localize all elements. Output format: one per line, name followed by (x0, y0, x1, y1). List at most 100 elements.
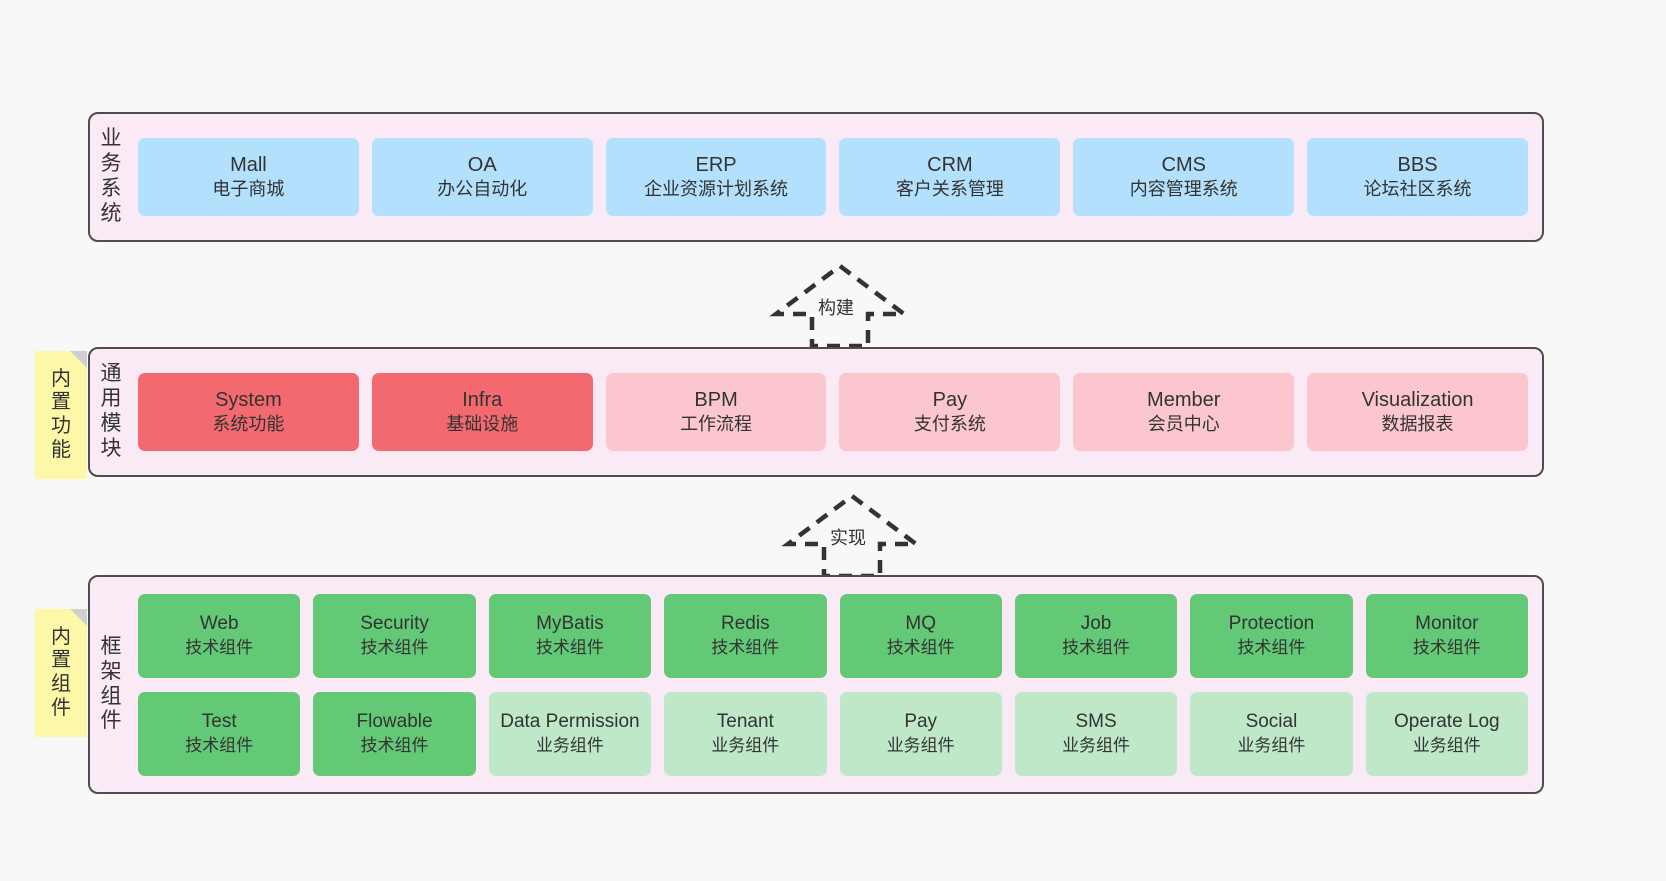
card-cn-label: 技术组件 (185, 735, 254, 755)
note-fold-corner-icon (70, 351, 87, 368)
card-member[interactable]: Member 会员中心 (1073, 373, 1295, 451)
card-cn-label: 技术组件 (360, 637, 429, 657)
card-en-label: System (215, 388, 282, 411)
card-en-label: MyBatis (536, 613, 604, 635)
card-system[interactable]: System 系统功能 (138, 373, 359, 451)
framework-row-technical: Web 技术组件 Security 技术组件 MyBatis 技术组件 Redi… (138, 593, 1528, 678)
card-oa[interactable]: OA 办公自动化 (371, 138, 593, 216)
card-cn-label: 工作流程 (680, 414, 753, 435)
framework-row-business: Test 技术组件 Flowable 技术组件 Data Permission … (138, 691, 1528, 776)
card-en-label: MQ (905, 613, 936, 635)
card-infra[interactable]: Infra 基础设施 (371, 373, 593, 451)
card-redis[interactable]: Redis 技术组件 (664, 593, 827, 678)
layer-business-systems: 业 务 系 统 Mall 电子商城 OA 办公自动化 ERP 企业资源计划系统 … (88, 112, 1544, 242)
card-mq[interactable]: MQ 技术组件 (839, 593, 1002, 678)
card-en-label: Member (1147, 388, 1221, 411)
layer-body-framework: Web 技术组件 Security 技术组件 MyBatis 技术组件 Redi… (132, 577, 1542, 792)
card-security[interactable]: Security 技术组件 (313, 593, 476, 678)
card-mall[interactable]: Mall 电子商城 (138, 138, 359, 216)
card-erp[interactable]: ERP 企业资源计划系统 (605, 138, 827, 216)
card-cn-label: 业务组件 (1412, 735, 1481, 755)
card-en-label: Infra (462, 388, 503, 411)
card-en-label: Flowable (356, 711, 433, 733)
card-en-label: Pay (932, 388, 968, 411)
card-en-label: ERP (695, 153, 737, 176)
card-cn-label: 企业资源计划系统 (644, 179, 789, 200)
card-mybatis[interactable]: MyBatis 技术组件 (488, 593, 652, 678)
layer-body-common: System 系统功能 Infra 基础设施 BPM 工作流程 Pay 支付系统… (132, 349, 1542, 475)
card-crm[interactable]: CRM 客户关系管理 (839, 138, 1061, 216)
card-en-label: BPM (694, 388, 738, 411)
card-cn-label: 内容管理系统 (1129, 179, 1238, 200)
card-en-label: Protection (1228, 613, 1315, 635)
layer-framework-components: 框 架 组 件 Web 技术组件 Security 技术组件 MyBatis 技… (88, 575, 1544, 794)
card-cn-label: 技术组件 (1237, 637, 1306, 657)
arrow-build-shape (769, 263, 911, 349)
card-bbs[interactable]: BBS 论坛社区系统 (1307, 138, 1528, 216)
card-en-label: SMS (1075, 711, 1117, 733)
card-tenant[interactable]: Tenant 业务组件 (664, 691, 827, 776)
note-fold-corner-icon (70, 609, 87, 626)
layer-title-business: 业 务 系 统 (100, 127, 122, 225)
card-en-label: Monitor (1415, 613, 1479, 635)
card-cn-label: 技术组件 (535, 637, 604, 657)
card-cn-label: 业务组件 (711, 735, 780, 755)
card-en-label: Operate Log (1393, 711, 1500, 733)
card-web[interactable]: Web 技术组件 (138, 593, 301, 678)
card-cn-label: 基础设施 (446, 414, 519, 435)
card-cn-label: 业务组件 (1062, 735, 1131, 755)
card-monitor[interactable]: Monitor 技术组件 (1365, 593, 1528, 678)
card-cn-label: 技术组件 (185, 637, 254, 657)
arrow-implement-label: 实现 (830, 528, 866, 548)
card-social[interactable]: Social 业务组件 (1190, 691, 1353, 776)
arrow-implement: 实现 (762, 488, 942, 580)
card-cn-label: 技术组件 (711, 637, 780, 657)
card-cn-label: 业务组件 (886, 735, 955, 755)
card-en-label: OA (467, 153, 497, 176)
card-data-permission[interactable]: Data Permission 业务组件 (488, 691, 652, 776)
card-en-label: Visualization (1361, 388, 1474, 411)
card-en-label: BBS (1397, 153, 1438, 176)
card-cn-label: 论坛社区系统 (1363, 179, 1472, 200)
card-en-label: Tenant (716, 711, 774, 733)
card-cn-label: 系统功能 (212, 414, 285, 435)
card-cms[interactable]: CMS 内容管理系统 (1073, 138, 1295, 216)
card-en-label: Data Permission (500, 711, 640, 733)
card-cn-label: 业务组件 (1237, 735, 1306, 755)
card-sms[interactable]: SMS 业务组件 (1014, 691, 1178, 776)
layer-body-business: Mall 电子商城 OA 办公自动化 ERP 企业资源计划系统 CRM 客户关系… (132, 114, 1542, 240)
card-bpm[interactable]: BPM 工作流程 (605, 373, 827, 451)
note-label: 内 置 组 件 (51, 625, 71, 719)
card-cn-label: 支付系统 (913, 414, 986, 435)
card-cn-label: 客户关系管理 (895, 179, 1004, 200)
note-builtin-features: 内 置 功 能 (35, 351, 87, 479)
card-cn-label: 技术组件 (360, 735, 429, 755)
card-pay-business[interactable]: Pay 业务组件 (839, 691, 1002, 776)
card-cn-label: 会员中心 (1147, 414, 1220, 435)
arrow-build: 构建 (750, 258, 930, 350)
card-cn-label: 技术组件 (886, 637, 955, 657)
note-label: 内 置 功 能 (51, 367, 71, 461)
card-visualization[interactable]: Visualization 数据报表 (1307, 373, 1528, 451)
card-cn-label: 业务组件 (535, 735, 604, 755)
card-cn-label: 办公自动化 (437, 179, 528, 200)
card-test[interactable]: Test 技术组件 (138, 691, 301, 776)
card-en-label: Test (201, 711, 237, 733)
layer-common-modules: 通 用 模 块 System 系统功能 Infra 基础设施 BPM 工作流程 … (88, 347, 1544, 477)
card-en-label: Job (1080, 613, 1112, 635)
card-protection[interactable]: Protection 技术组件 (1190, 593, 1353, 678)
card-en-label: Mall (230, 153, 267, 176)
card-cn-label: 技术组件 (1412, 637, 1481, 657)
card-en-label: Security (360, 613, 429, 635)
card-pay[interactable]: Pay 支付系统 (839, 373, 1061, 451)
card-cn-label: 技术组件 (1062, 637, 1131, 657)
card-cn-label: 数据报表 (1381, 414, 1454, 435)
arrow-build-label: 构建 (818, 298, 854, 318)
card-cn-label: 电子商城 (212, 179, 285, 200)
note-builtin-components: 内 置 组 件 (35, 609, 87, 737)
card-en-label: Web (199, 613, 239, 635)
card-job[interactable]: Job 技术组件 (1014, 593, 1178, 678)
card-operate-log[interactable]: Operate Log 业务组件 (1365, 691, 1528, 776)
card-flowable[interactable]: Flowable 技术组件 (313, 691, 476, 776)
